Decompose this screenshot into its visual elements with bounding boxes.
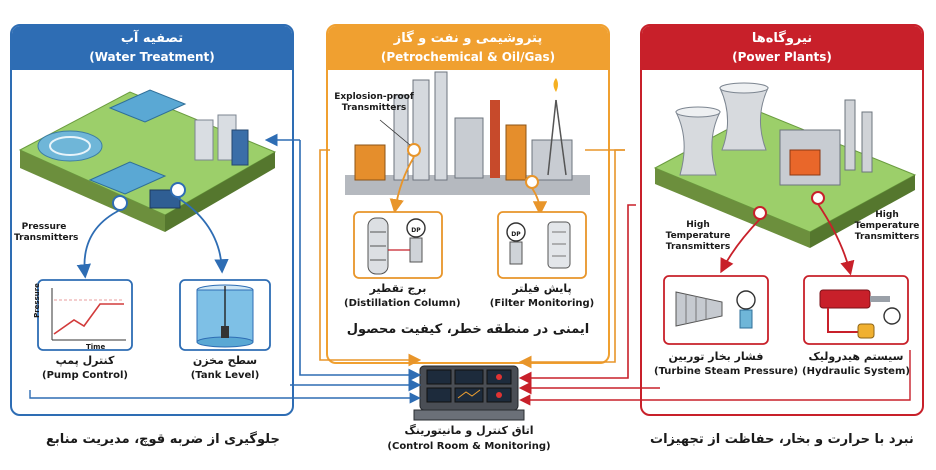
pump-chart [37, 279, 133, 351]
water-arrow-pump [76, 209, 121, 279]
water-title-fa: تصفیه آب [120, 31, 184, 46]
control-room-illustration [413, 365, 525, 421]
tank-illustration [179, 279, 271, 351]
power-title-fa: نیروگاه‌ها [751, 31, 813, 46]
distillation-label-fa: برج تقطیر [369, 282, 427, 295]
filter-dp-badge: DP [511, 231, 521, 238]
tank-level-label-en: (Tank Level) [190, 370, 260, 381]
water-plant-illustration [18, 89, 277, 232]
power-sensor-left: High Temperature Transmitters [665, 220, 731, 252]
pump-axis-y: Pressure [32, 283, 41, 318]
turbine-label-fa: فشار بخار توربین [668, 350, 764, 363]
petro-plant-illustration [345, 71, 590, 195]
water-arrow-tank [177, 197, 229, 274]
hydraulic-label-en: (Hydraulic System) [802, 366, 910, 377]
column-dp-badge: DP [411, 227, 421, 234]
distillation-column-illustration [353, 211, 443, 279]
petro-arrow-filter [531, 187, 548, 216]
pump-control-label-en: (Pump Control) [42, 370, 128, 381]
water-footer: جلوگیری از ضربه قوچ، مدیریت منابع [46, 432, 280, 447]
water-header: تصفیه آب (Water Treatment) [12, 26, 292, 70]
petro-header: پتروشیمی و نفت و گاز (Petrochemical & Oi… [328, 26, 608, 70]
water-title-en: (Water Treatment) [89, 50, 215, 64]
control-room-label-fa: اتاق کنترل و مانیتورینگ [404, 424, 534, 437]
hydraulic-illustration [803, 275, 909, 345]
power-header: نیروگاه‌ها (Power Plants) [642, 26, 922, 70]
petro-footer: ایمنی در منطقه خطر، کیفیت محصول [346, 322, 590, 337]
turbine-label-en: (Turbine Steam Pressure) [654, 366, 799, 377]
filter-monitoring-illustration [497, 211, 587, 279]
filter-label-fa: پایش فیلتر [512, 282, 572, 295]
power-plant-illustration [653, 82, 917, 248]
filter-label-en: (Filter Monitoring) [489, 298, 595, 309]
petro-sensor-label: Explosion-proof Transmitters [334, 92, 414, 113]
tank-level-label-fa: سطح مخزن [192, 354, 258, 367]
power-footer: نبرد با حرارت و بخار، حفاظت از تجهیزات [650, 432, 914, 447]
distillation-label-en: (Distillation Column) [344, 298, 461, 309]
hydraulic-label-fa: سیستم هیدرولیک [808, 350, 904, 363]
power-arrow-turbine [720, 218, 761, 274]
power-sensor-right: High Temperature Transmitters [854, 210, 920, 242]
pump-control-label-fa: کنترل پمپ [55, 354, 115, 367]
power-arrow-hydraulic [817, 203, 855, 276]
control-room-label-en: (Control Room & Monitoring) [387, 441, 551, 452]
pump-axis-x: Time [86, 343, 106, 351]
petro-title-en: (Petrochemical & Oil/Gas) [380, 50, 556, 64]
turbine-illustration [663, 275, 769, 345]
petro-title-fa: پتروشیمی و نفت و گاز [393, 31, 543, 46]
power-title-en: (Power Plants) [732, 50, 832, 64]
water-sensor-label: Pressure Transmitters [14, 222, 79, 243]
petro-arrow-column [389, 156, 415, 214]
